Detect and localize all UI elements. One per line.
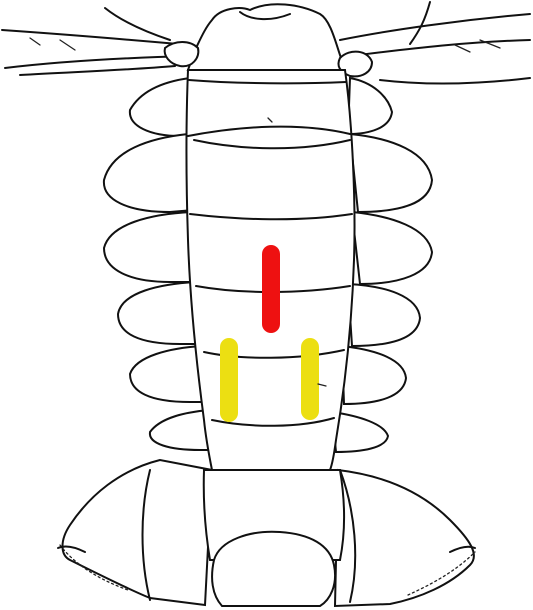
head-segment: [188, 4, 345, 70]
left-nub: [165, 42, 199, 66]
yellow-mark-right: [301, 338, 319, 420]
red-mark: [262, 245, 280, 333]
tail-fan: [58, 460, 475, 606]
yellow-mark-left: [220, 338, 238, 422]
